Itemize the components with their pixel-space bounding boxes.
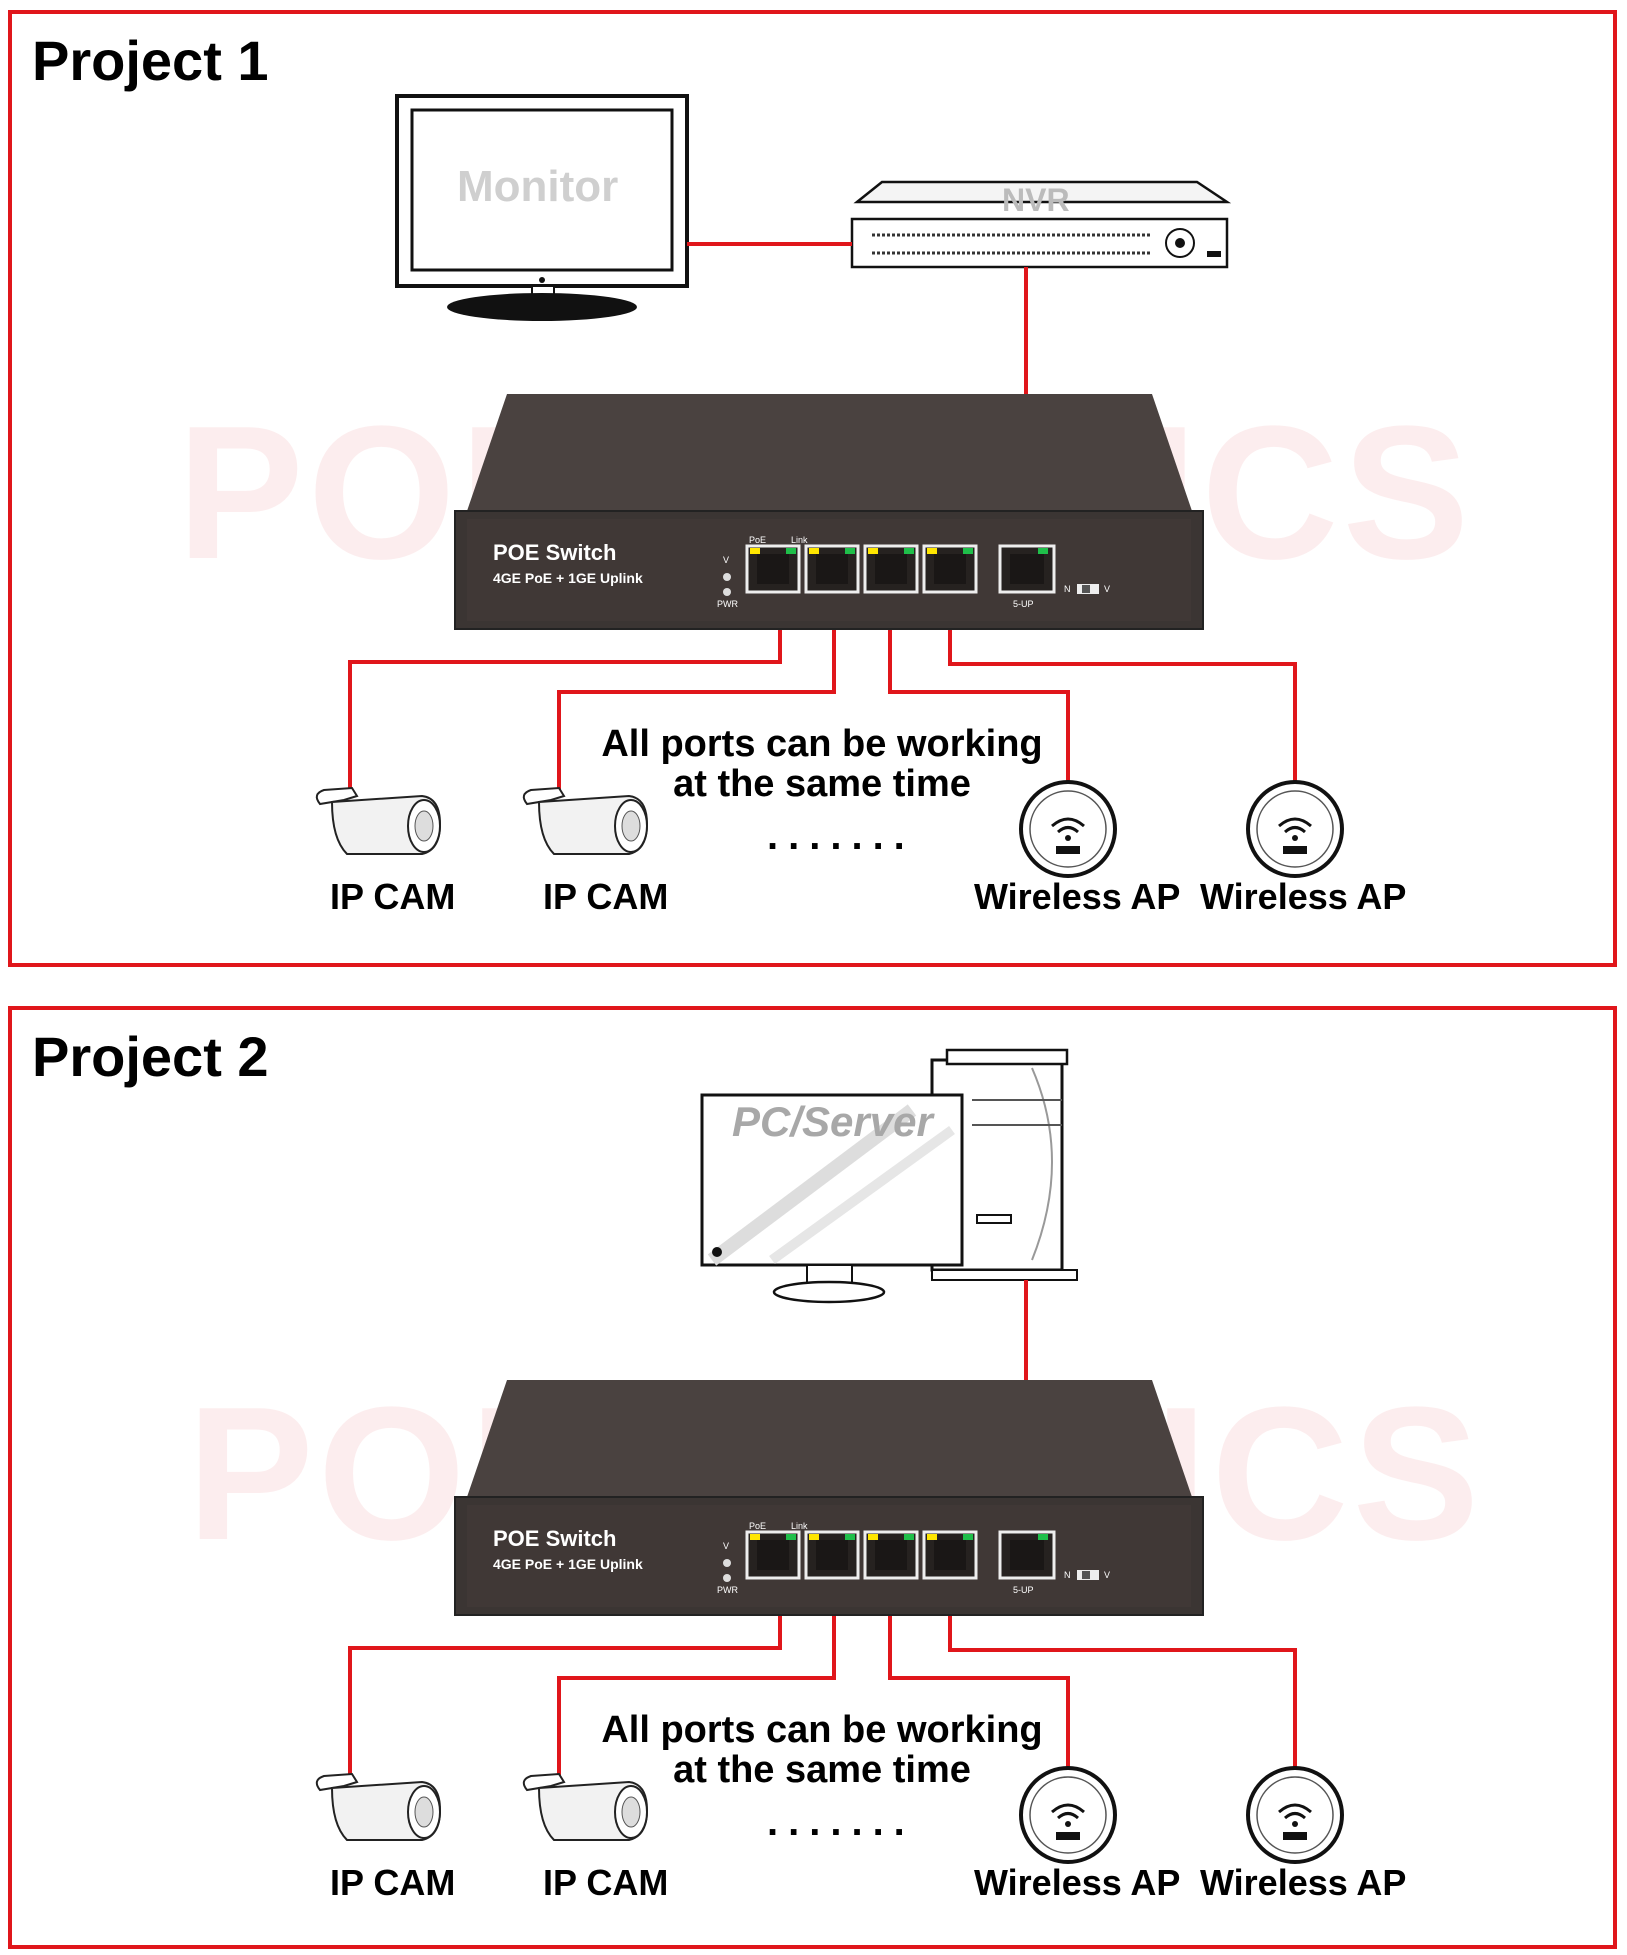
switch-subtitle: 4GE PoE + 1GE Uplink	[493, 1556, 643, 1572]
device-label-ip-cam-2: IP CAM	[543, 876, 669, 917]
led-v-label: V	[723, 1541, 730, 1551]
nvr-label: NVR	[1002, 182, 1070, 218]
note: All ports can be working at the same tim…	[582, 1710, 1062, 1790]
wireless-ap-icon-2	[1246, 1766, 1344, 1864]
project-2-panel: POETRONICS Project 2	[8, 1006, 1617, 1949]
dip-n-label: N	[1064, 1570, 1071, 1580]
ip-cam-icon-1	[315, 1772, 442, 1841]
lan-ports	[745, 1530, 1056, 1580]
project-1-panel: POETRONICS Project 1	[8, 10, 1617, 967]
switch-title: POE Switch	[493, 540, 617, 565]
wireless-ap-icon-1	[1019, 1766, 1117, 1864]
device-label-wireless-ap-2: Wireless AP	[1200, 876, 1407, 917]
poe-switch-icon	[454, 394, 1204, 630]
dip-v-label: V	[1104, 584, 1111, 594]
note-line-2: at the same time	[673, 763, 971, 805]
poe-led-label: PoE	[749, 1521, 767, 1531]
dip-n-label: N	[1064, 584, 1071, 594]
ip-cam-icon-1	[315, 786, 442, 855]
link-led-label: Link	[791, 535, 808, 545]
panel-title: Project 2	[32, 1025, 269, 1088]
led-pwr-label: PWR	[717, 1585, 738, 1595]
poe-switch-icon	[454, 1380, 1204, 1616]
uplink-port-label: 5-UP	[1013, 599, 1034, 609]
uplink-port-label: 5-UP	[1013, 1585, 1034, 1595]
more-devices-ellipsis: .......	[767, 814, 915, 858]
wireless-ap-icon-1	[1019, 780, 1117, 878]
nvr-icon	[850, 180, 1232, 269]
device-label-wireless-ap-1: Wireless AP	[974, 1862, 1181, 1903]
diagram-graphics	[315, 1048, 1344, 1864]
device-label-ip-cam-2: IP CAM	[543, 1862, 669, 1903]
monitor-label: Monitor	[457, 162, 619, 211]
device-label-ip-cam-1: IP CAM	[330, 1862, 456, 1903]
ip-cam-icon-2	[522, 1772, 649, 1841]
note-line-1: All ports can be working	[601, 723, 1043, 765]
device-label-wireless-ap-1: Wireless AP	[974, 876, 1181, 917]
switch-title: POE Switch	[493, 1526, 617, 1551]
dip-v-label: V	[1104, 1570, 1111, 1580]
note-line-1: All ports can be working	[601, 1709, 1043, 1751]
monitor-icon	[395, 94, 689, 321]
device-label-ip-cam-1: IP CAM	[330, 876, 456, 917]
note-line-2: at the same time	[673, 1749, 971, 1791]
link-led-label: Link	[791, 1521, 808, 1531]
diagram-graphics	[315, 94, 1344, 878]
panel-title: Project 1	[32, 29, 269, 92]
switch-subtitle: 4GE PoE + 1GE Uplink	[493, 570, 643, 586]
led-pwr-label: PWR	[717, 599, 738, 609]
poe-led-label: PoE	[749, 535, 767, 545]
more-devices-ellipsis: .......	[767, 1800, 915, 1844]
ip-cam-icon-2	[522, 786, 649, 855]
device-label-wireless-ap-2: Wireless AP	[1200, 1862, 1407, 1903]
wireless-ap-icon-2	[1246, 780, 1344, 878]
pc-server-icon	[700, 1048, 1078, 1304]
pc-server-label: PC/Server	[732, 1098, 933, 1145]
led-v-label: V	[723, 555, 730, 565]
note: All ports can be working at the same tim…	[582, 724, 1062, 804]
lan-ports	[745, 544, 1056, 594]
